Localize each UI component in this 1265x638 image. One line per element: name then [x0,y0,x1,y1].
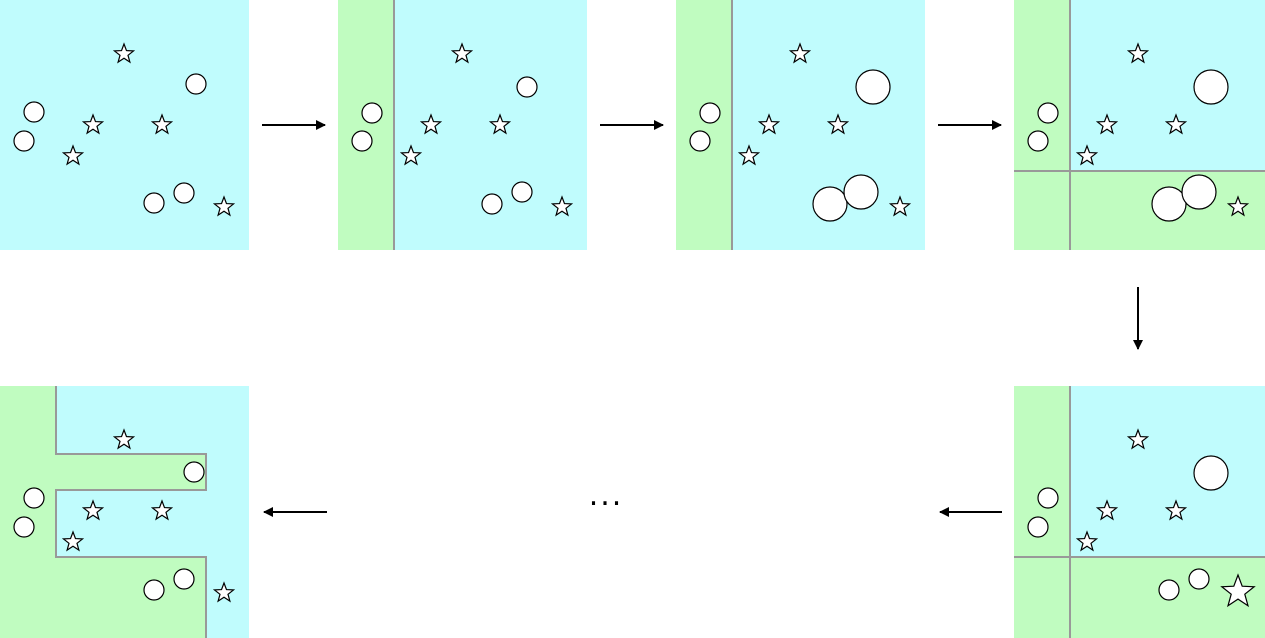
panel-1-star-marker-1 [112,42,136,64]
panel-5-star-marker-5 [1220,573,1256,608]
panel-4-circle-marker-1 [1193,69,1229,105]
panel-1-star-marker-3 [150,113,174,135]
panel-4-star-marker-3 [1164,113,1188,135]
panel-1-markers [13,42,236,217]
panel-4-circle-marker-2 [1037,102,1059,124]
panel-2-star-marker-1 [450,42,474,64]
panel-6-boundary [55,386,207,638]
panel-2-circle-marker-3 [351,130,373,152]
panel-5-circle-marker-1 [1193,455,1229,491]
panel-3-circle-marker-4 [812,186,848,222]
panel-3-circle-marker-1 [855,69,891,105]
panel-4-circle-marker-4 [1151,186,1187,222]
panel-3-star-marker-5 [888,195,912,217]
panel-3-circle-marker-3 [689,130,711,152]
panel-3-circle-marker-2 [699,102,721,124]
panel-6-circle-marker-3 [13,516,35,538]
panel-2-star-marker-2 [419,113,443,135]
panel-6-star-marker-1 [112,428,136,450]
panel-4 [1014,0,1265,250]
panel-6-circle-marker-4 [143,579,165,601]
panel-2-circle-marker-1 [516,76,538,98]
panel-2-star-marker-3 [488,113,512,135]
panel-2-green-region [338,0,394,250]
panel-5 [1014,386,1265,638]
panel-2-circle-marker-5 [511,181,533,203]
panel-2-circle-marker-2 [361,102,383,124]
panel-4-markers [1027,42,1250,222]
panel-5-circle-marker-5 [1188,568,1210,590]
panel-6-circle-marker-2 [23,487,45,509]
panel-1-circle-marker-2 [23,101,45,123]
panel-3-green-region [676,0,732,250]
panel-4-green-bottom [1014,171,1265,250]
panel-6-circle-marker-5 [173,568,195,590]
panel-4-star-marker-4 [1075,144,1099,166]
panel-6-star-marker-3 [150,499,174,521]
panel-5-star-marker-2 [1095,499,1119,521]
panel-3-star-marker-1 [788,42,812,64]
panel-5-star-marker-1 [1126,428,1150,450]
panel-4-star-marker-5 [1226,195,1250,217]
panel-3-markers [689,42,912,222]
panel-3-star-marker-2 [757,113,781,135]
panel-1-star-marker-2 [81,113,105,135]
panel-3-star-marker-4 [737,144,761,166]
panel-4-star-marker-2 [1095,113,1119,135]
panel-4-circle-marker-5 [1181,174,1217,210]
panel-6-star-marker-4 [61,530,85,552]
panel-6-star-marker-5 [212,581,236,603]
panel-2-star-marker-4 [399,144,423,166]
panel-2 [338,0,587,250]
panel-5-markers [1027,428,1256,608]
panel-6-blue-region [56,386,249,638]
panel-1 [0,0,249,250]
panel-4-star-marker-1 [1126,42,1150,64]
panel-2-star-marker-5 [550,195,574,217]
panel-5-green-bottom [1014,557,1265,638]
panel-1-blue-region [0,0,249,250]
panel-5-star-marker-4 [1075,530,1099,552]
panel-4-circle-marker-3 [1027,130,1049,152]
panel-3 [676,0,925,250]
panel-3-star-marker-3 [826,113,850,135]
ellipsis-text: ... [588,478,624,513]
panel-2-circle-marker-4 [481,193,503,215]
panel-1-circle-marker-1 [185,73,207,95]
panel-5-circle-marker-3 [1027,516,1049,538]
panel-1-circle-marker-5 [173,182,195,204]
panel-5-star-marker-3 [1164,499,1188,521]
panel-2-markers [351,42,574,217]
panel-1-star-marker-5 [212,195,236,217]
panel-1-star-marker-4 [61,144,85,166]
panel-3-circle-marker-5 [843,174,879,210]
panel-6-star-marker-2 [81,499,105,521]
panel-1-circle-marker-3 [13,130,35,152]
panel-1-circle-marker-4 [143,192,165,214]
panel-5-circle-marker-2 [1037,487,1059,509]
panel-6-markers [13,428,236,603]
panel-5-circle-marker-4 [1158,579,1180,601]
panel-6 [0,386,249,638]
panel-6-circle-marker-1 [183,461,205,483]
